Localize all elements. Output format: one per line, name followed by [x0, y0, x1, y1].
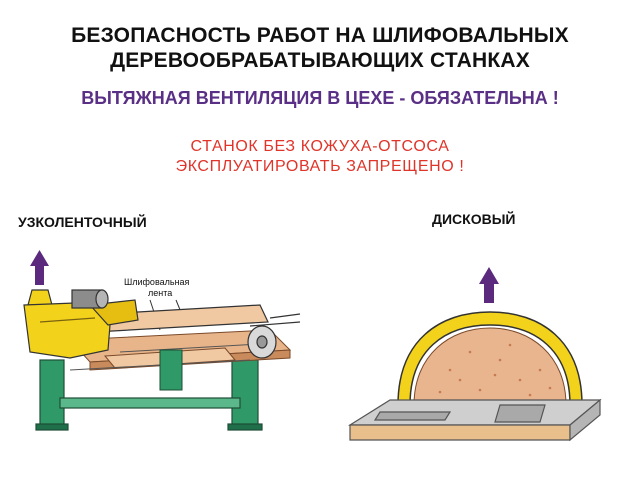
sanding-disc [413, 327, 567, 406]
ventilation-subtitle: ВЫТЯЖНАЯ ВЕНТИЛЯЦИЯ В ЦЕХЕ - ОБЯЗАТЕЛЬНА… [81, 88, 559, 108]
dust-hood [23, 289, 139, 359]
sanding-belt-callout: Шлифовальная лента [124, 277, 244, 299]
belt-sander-frame [35, 359, 263, 431]
disc-hood [397, 311, 583, 406]
belt-sander-label: УЗКОЛЕНТОЧНЫЙ [18, 214, 147, 230]
sanding-belt-callout-line-1: Шлифовальная [124, 277, 190, 287]
page-title-line-1: БЕЗОПАСНОСТЬ РАБОТ НА ШЛИФОВАЛЬНЫХ [71, 24, 569, 47]
sanding-belt-callout-line-2: лента [148, 288, 173, 298]
belt-motor [71, 289, 109, 309]
air-exhaust-arrow-icon [479, 267, 499, 303]
page-title-line-2: ДЕРЕВООБРАБАТЫВАЮЩИХ СТАНКАХ [110, 49, 530, 72]
belt-sander-table [68, 329, 292, 371]
air-exhaust-arrow-icon [30, 250, 49, 285]
disc-sander-label: ДИСКОВЫЙ [432, 211, 516, 227]
warning-line-1: СТАНОК БЕЗ КОЖУХА-ОТСОСА [190, 138, 450, 155]
warning-line-2: ЭКСПЛУАТИРОВАТЬ ЗАПРЕЩЕНО ! [175, 158, 465, 175]
sanding-belt [83, 304, 301, 359]
disc-sander-table [347, 398, 602, 442]
